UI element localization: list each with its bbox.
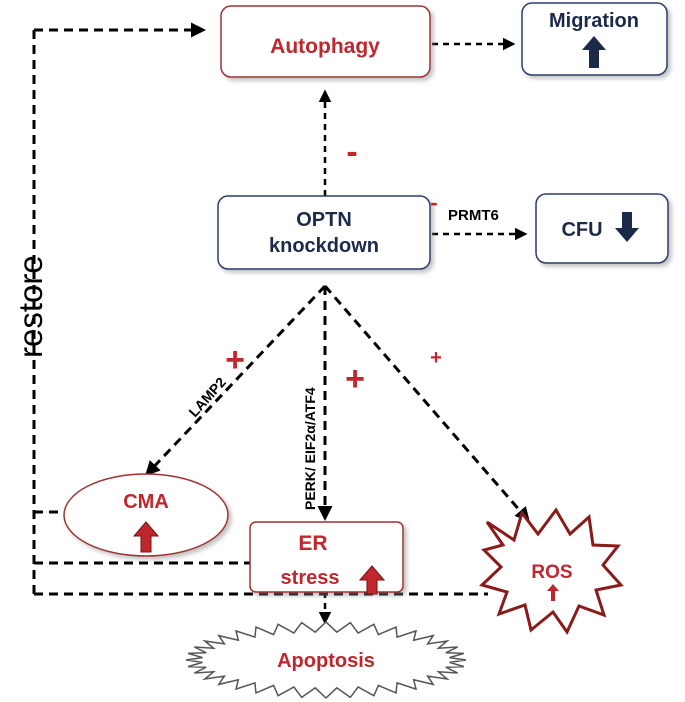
restore-label: restore [12,255,49,358]
ros-label: ROS [531,562,572,583]
apoptosis-label: Apoptosis [277,650,375,672]
cfu-label: CFU [561,219,602,241]
knockdown-label: knockdown [269,235,379,257]
down-arrow-icon [615,212,639,242]
prmt6-label: PRMT6 [448,207,499,224]
up-arrow-icon [358,565,386,595]
cma-node: CMA [63,473,229,557]
optn-knockdown-node: OPTN knockdown [217,195,431,270]
lamp2-label: LAMP2 [185,374,229,420]
migration-label: Migration [549,10,639,32]
perk-plus-sign: + [345,360,365,398]
prmt6-minus-sign: - [430,190,437,215]
perk-pathway-label: PERK/ EIF2α/ATF4 [302,387,318,510]
ros-starburst [479,507,624,635]
apoptosis-node: Apoptosis [185,620,467,700]
optn-to-cma-arrow [144,284,327,477]
autophagy-label: Autophagy [270,35,380,58]
er-label: ER [298,532,327,555]
optn-to-ros-arrow [323,285,530,523]
up-arrow-icon [132,521,160,553]
cfu-node: CFU [535,193,669,264]
apoptosis-starburst [185,620,467,700]
migration-node: Migration [521,2,668,76]
up-arrow-icon [582,36,606,68]
cma-label: CMA [123,491,169,513]
er-stress-node: ER stress [249,521,404,595]
ros-node: ROS [479,507,624,635]
lamp2-plus-sign: + [225,341,245,379]
ros-plus-sign: + [430,347,442,369]
autophagy-node: Autophagy [220,5,431,78]
optn-label: OPTN [296,209,352,231]
autophagy-minus-sign: - [346,133,357,171]
up-arrow-icon [547,584,559,601]
stress-label: stress [281,567,340,589]
